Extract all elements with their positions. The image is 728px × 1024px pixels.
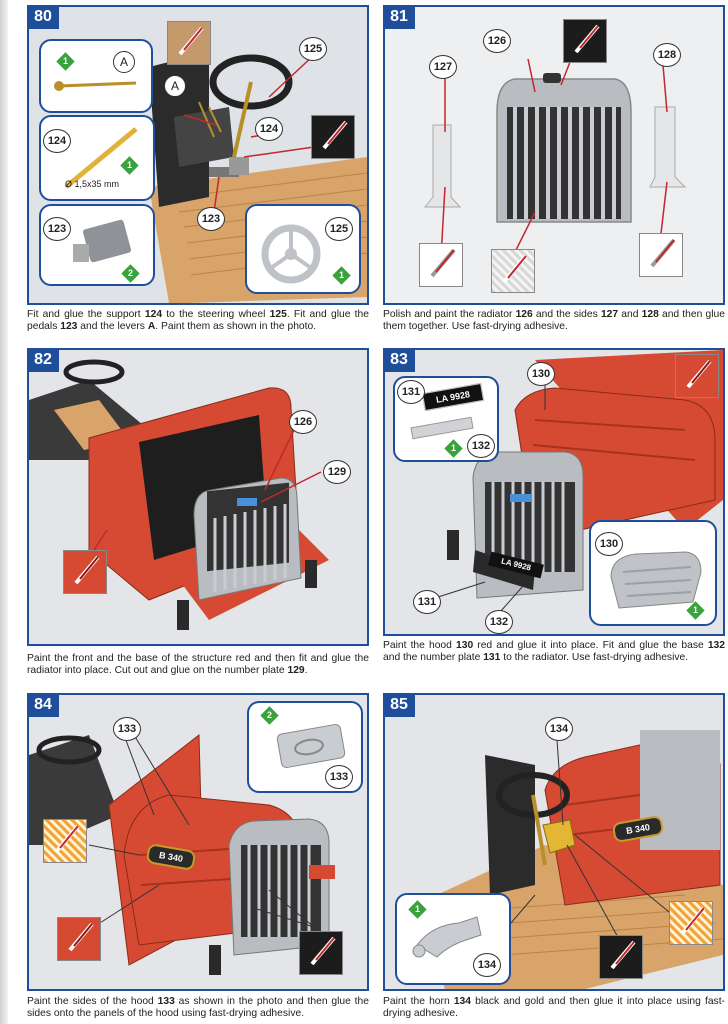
- callout-132: 132: [467, 434, 495, 458]
- paint-brush-black-icon: [599, 935, 643, 979]
- paint-brush-red-icon: [63, 550, 107, 594]
- callout-126: 126: [289, 410, 317, 434]
- step-81-caption: Polish and paint the radiator 126 and th…: [383, 309, 725, 333]
- callout-128: 128: [653, 43, 681, 67]
- callout-134: 134: [545, 717, 573, 741]
- step-83-image: LA 9928 LA 9928 131 132 130 130 131 132 …: [383, 348, 725, 636]
- callout-131: 131: [397, 380, 425, 404]
- callout-a: A: [113, 51, 135, 73]
- paint-brush-red-icon: [675, 354, 719, 398]
- callout-133-inset: 133: [325, 765, 353, 789]
- paint-brush-gold-pattern-icon: [43, 819, 87, 863]
- callout-124: 124: [43, 129, 71, 153]
- plate-base-132: [410, 417, 473, 440]
- step-81-image: 126 127 128: [383, 5, 725, 305]
- step-84-image: B 340 133 133 2: [27, 693, 369, 991]
- callout-123: 123: [43, 217, 71, 241]
- step-82: 126 129 82 Paint the front and the base …: [27, 348, 369, 678]
- callout-129: 129: [323, 460, 351, 484]
- step-number: 83: [383, 348, 415, 372]
- callout-132-scene: 132: [485, 610, 513, 634]
- paint-brush-white-icon: [419, 243, 463, 287]
- quantity-icon: 1: [332, 266, 350, 284]
- paint-brush-silver-icon: [491, 249, 535, 293]
- callout-a-scene: A: [164, 75, 186, 97]
- inset-support-124: Ø 1,5x35 mm: [39, 115, 155, 201]
- step-number: 81: [383, 5, 415, 29]
- paint-brush-black-icon: [563, 19, 607, 63]
- step-number: 85: [383, 693, 415, 717]
- quantity-icon: 1: [120, 156, 138, 174]
- step-83: LA 9928 LA 9928 131 132 130 130 131 132 …: [383, 348, 725, 678]
- step-80-caption: Fit and glue the support 124 to the stee…: [27, 309, 369, 333]
- quantity-icon: 1: [686, 601, 704, 619]
- step-85-image: B 340 134 134 1: [383, 693, 725, 991]
- step-81: 126 127 128 81 Polish and paint the radi…: [383, 5, 725, 335]
- callout-125-inset: 125: [325, 217, 353, 241]
- callout-127: 127: [429, 55, 457, 79]
- quantity-icon: 2: [260, 706, 278, 724]
- callout-126: 126: [483, 29, 511, 53]
- step-80: Ø 1,5x35 mm 125 A A 124 124 123 123 125 …: [27, 5, 369, 335]
- step-80-image: Ø 1,5x35 mm 125 A A 124 124 123 123 125 …: [27, 5, 369, 305]
- paint-brush-gold-icon: [167, 21, 211, 65]
- step-number: 82: [27, 348, 59, 372]
- step-84: B 340 133 133 2 84 Paint the sides of th…: [27, 693, 369, 1023]
- callout-131-scene: 131: [413, 590, 441, 614]
- step-84-caption: Paint the sides of the hood 133 as shown…: [27, 996, 369, 1020]
- step-85-caption: Paint the horn 134 black and gold and th…: [383, 996, 725, 1020]
- quantity-icon: 2: [121, 264, 139, 282]
- page-spine-shadow: [0, 0, 8, 1024]
- callout-130: 130: [527, 362, 555, 386]
- callout-133: 133: [113, 717, 141, 741]
- callout-123-scene: 123: [197, 207, 225, 231]
- inset-lever-a: [39, 39, 153, 113]
- callout-124-scene: 124: [255, 117, 283, 141]
- step-82-caption: Paint the front and the base of the stru…: [27, 653, 369, 677]
- number-plate-131: LA 9928: [422, 383, 484, 411]
- radiator-install-scene: [29, 350, 367, 644]
- paint-brush-red-icon: [57, 917, 101, 961]
- step-82-image: 126 129: [27, 348, 369, 646]
- paint-brush-gold-pattern-icon: [669, 901, 713, 945]
- quantity-icon: 1: [56, 52, 74, 70]
- step-85: B 340 134 134 1 85 Paint the horn 134 bl…: [383, 693, 725, 1023]
- callout-134-inset: 134: [473, 953, 501, 977]
- step-83-caption: Paint the hood 130 red and glue it into …: [383, 640, 725, 664]
- quantity-icon: 1: [444, 439, 462, 457]
- step-number: 84: [27, 693, 59, 717]
- paint-brush-white-icon: [639, 233, 683, 277]
- paint-brush-black-icon: [311, 115, 355, 159]
- lever-part: [41, 41, 151, 111]
- paint-brush-black-icon: [299, 931, 343, 975]
- rod-dimension: Ø 1,5x35 mm: [65, 179, 119, 189]
- step-number: 80: [27, 5, 59, 29]
- quantity-icon: 1: [408, 900, 426, 918]
- callout-125: 125: [299, 37, 327, 61]
- callout-130-inset: 130: [595, 532, 623, 556]
